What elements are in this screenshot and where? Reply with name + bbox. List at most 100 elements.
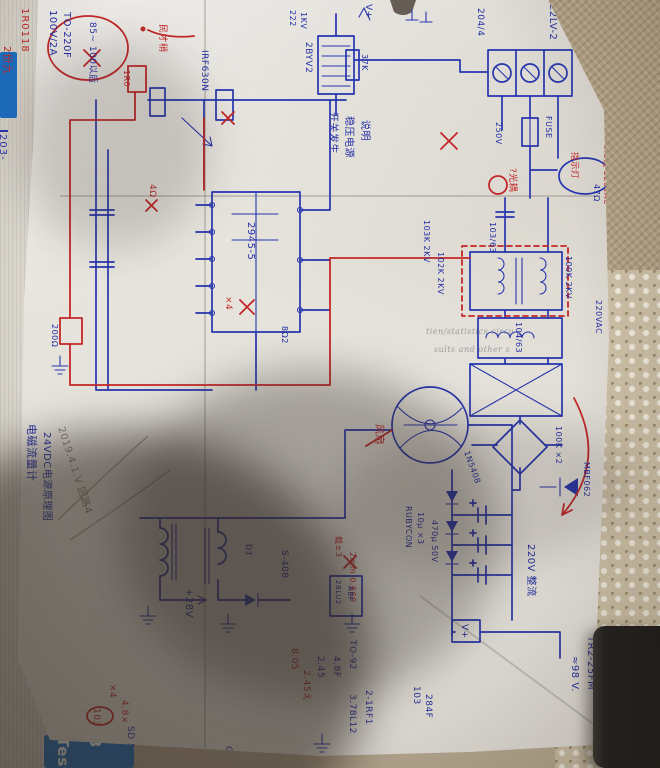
label-8ohm: 8Ω2: [280, 326, 289, 344]
margin-note-1: 1R0118: [19, 8, 30, 53]
resistor-200-box: [59, 317, 83, 345]
label-fuse: FUSE: [544, 116, 553, 139]
label-lamp-resistor: 47Ω: [592, 184, 601, 202]
label-red-48x: 4.8×: [119, 700, 129, 724]
label-s408: S-408: [279, 550, 289, 579]
red-arrow-arc: [561, 397, 590, 516]
label-220vac: 220VAC: [594, 300, 603, 334]
resistor-37k: [345, 49, 360, 81]
label-ic-name: 2945-5: [245, 222, 256, 260]
label-transformer: 2BYV2: [303, 42, 313, 73]
label-diode-mbf: MBF062: [582, 462, 591, 497]
phone-object: [593, 626, 660, 768]
label-regulator-2: ABF: [346, 586, 354, 601]
ground-symbol: [313, 733, 331, 753]
terminal-block: [487, 49, 573, 97]
label-red-note: 民才稍: [157, 24, 169, 53]
magazine-title-text: Test: [54, 737, 72, 768]
label-cap-102k: 102K 2KV: [436, 252, 445, 295]
label-cap-103k: 103K 2KV: [422, 220, 431, 263]
label-d1: D1: [244, 544, 253, 556]
line-filter-choke: [469, 251, 563, 311]
label-to92: TO-92: [347, 639, 357, 670]
label-mosfet-part: IRF630N: [199, 50, 209, 92]
bridge-rectifier: [492, 419, 548, 475]
indicator-lamp: [558, 157, 609, 195]
red-dashed-highlight: [461, 245, 569, 317]
label-red-805: 8.05: [289, 648, 299, 670]
label-connector-code: 204/4: [475, 8, 485, 36]
diode-d1: [244, 593, 259, 607]
label-103-bottom: 103: [411, 686, 421, 705]
label-vplus-top: V+: [363, 4, 373, 19]
label-mosfet-package: TO-220F: [61, 11, 72, 58]
label-245: 2.45: [315, 656, 325, 678]
transformer-top: [317, 35, 355, 95]
label-optocoupler: ?光耦: [507, 168, 519, 192]
output-inductors: [159, 523, 227, 585]
label-pencil-date: 2019.4.1.V 回路4: [55, 425, 96, 516]
label-4ohm: 4Ω: [147, 184, 157, 198]
label-98v: ≈98 V.: [569, 656, 580, 692]
label-tr2-25fm: TR2-25FM: [585, 635, 596, 690]
label-220v-rectifier: 220V 整流: [525, 544, 538, 597]
red-x-marks: [83, 49, 458, 569]
label-cap-222: 222: [288, 10, 297, 27]
ground-symbol: [139, 605, 157, 625]
label-diode-5408: 1N5408: [462, 450, 482, 485]
label-regulator-1: 2BLU2: [334, 580, 342, 605]
ground-symbol: [219, 613, 237, 633]
label-indicator-lamp: 指示灯: [569, 152, 580, 179]
label-1r0: 1R0: [122, 70, 131, 87]
ic-block: [208, 191, 304, 333]
red-component-box: [127, 65, 147, 93]
label-rubycon: RUBYCON: [404, 506, 413, 548]
label-cap-103-63: 103/63: [488, 222, 497, 253]
label-28v-output: +28V: [183, 588, 194, 618]
label-chinese-note-2: 稳压电源: [343, 116, 356, 158]
margin-note-2: 2份九: [1, 46, 12, 76]
label-fuse-voltage: 250V: [494, 122, 503, 145]
schottky-diode: [539, 477, 578, 497]
filter-stage-3: [469, 363, 563, 417]
label-48f: 4.8F: [331, 656, 341, 678]
label-cap-470u: 470μ 50V: [430, 520, 439, 563]
label-37k: 37K: [360, 54, 369, 71]
label-red-x4: ×4: [107, 684, 117, 698]
label-red-245: 2.45え: [301, 670, 312, 702]
margin-note-3: 203-: [0, 130, 8, 161]
label-vplus-bottom: V+: [459, 624, 469, 639]
label-title-2: 24VDC电源原理图: [41, 432, 54, 521]
label-2-1rf1: 2-1RF1: [363, 690, 373, 725]
label-200ohm: 200Ω: [50, 324, 59, 347]
label-chinese-note-1: 开关发生: [327, 112, 340, 154]
label-circled-103: 103: [91, 708, 101, 727]
label-faint-print-1: tien/statistics circu: [426, 327, 514, 336]
red-note-circle: [47, 15, 129, 81]
optocoupler-circle: [488, 175, 508, 195]
label-cap-1kv: 1KV: [299, 12, 308, 29]
label-cap-10u: 10μ ×3: [416, 512, 425, 545]
label-title-1: 电磁流量计: [25, 424, 39, 482]
label-cap-104: 104/63: [514, 322, 523, 353]
label-100k-fan: 100K ×2: [554, 426, 563, 464]
label-faint-print-2: sults and other s: [434, 345, 510, 354]
vplus-terminal-box: [451, 619, 481, 643]
magazine-header-tab: [0, 52, 17, 118]
filter-stage-2: [477, 317, 563, 359]
label-connector-name: 22LV-2: [547, 4, 558, 40]
label-chinese-note-3: 说明: [359, 120, 372, 141]
label-378l12: 3.78L12: [347, 694, 357, 734]
label-circled-note: 85~ 100以后: [87, 22, 98, 84]
fuse-symbol: [521, 117, 539, 147]
label-ic-x4: ×4: [223, 296, 233, 310]
label-g: G: [223, 746, 233, 753]
label-284f: 284F: [423, 694, 433, 718]
paper-smudge: [390, 0, 416, 15]
label-100k-top: 100K 2KV: [564, 256, 573, 299]
label-red-load: 载±3: [334, 536, 344, 557]
label-mosfet-rating: 100V/2A: [47, 10, 58, 56]
